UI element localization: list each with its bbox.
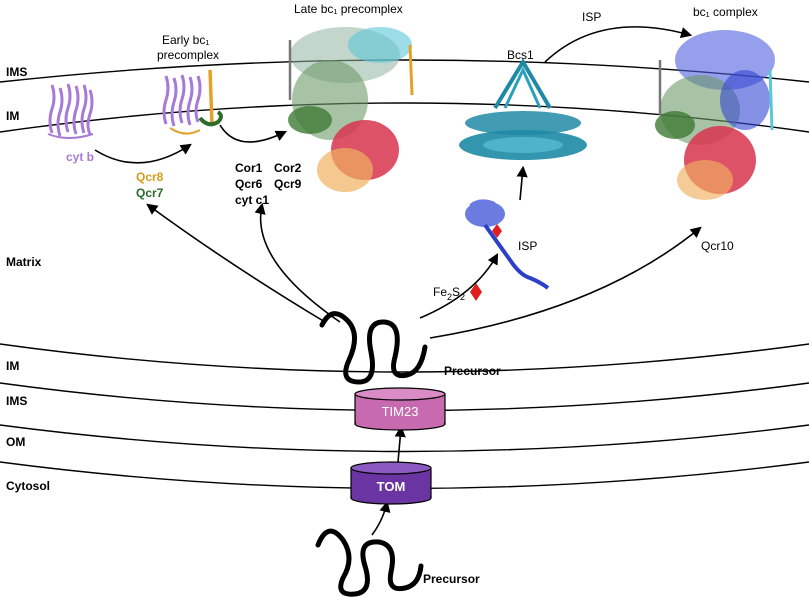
bc1-complex-structure bbox=[655, 30, 775, 200]
arrow-cytosol-to-tom bbox=[371, 500, 391, 536]
label-precursor-matrix: Precursor bbox=[444, 364, 501, 378]
tom-complex: TOM bbox=[350, 461, 432, 505]
early-precomplex-structure bbox=[162, 69, 223, 135]
isp-fe-s-cluster bbox=[492, 224, 502, 238]
label-fe2s2: Fe2S2 bbox=[433, 285, 465, 302]
label-early-precomplex-line2: precomplex bbox=[157, 48, 219, 62]
label-cor2: Cor2 bbox=[274, 161, 302, 175]
label-qcr8: Qcr8 bbox=[136, 170, 164, 184]
arrow-precursor-to-early bbox=[146, 203, 326, 323]
arrow-tom-to-tim23 bbox=[394, 425, 406, 463]
bcs1-structure bbox=[459, 58, 587, 160]
label-qcr6: Qcr6 bbox=[235, 177, 263, 191]
label-om: OM bbox=[6, 435, 25, 449]
arrow-precursor-to-late bbox=[254, 202, 341, 323]
cyt-b-structure bbox=[47, 83, 94, 139]
arrow-cytb-to-early bbox=[94, 143, 192, 164]
arrow-isp-to-bcs1 bbox=[516, 165, 528, 201]
label-cor1: Cor1 bbox=[235, 161, 263, 175]
late-precomplex-structure bbox=[288, 27, 414, 192]
label-matrix: Matrix bbox=[6, 255, 42, 269]
label-late-precomplex: Late bc₁ precomplex bbox=[294, 2, 403, 16]
label-qcr10: Qcr10 bbox=[701, 239, 734, 253]
precursor-chain-cytosol bbox=[315, 528, 424, 597]
label-im-top: IM bbox=[6, 109, 19, 123]
label-isp-mid: ISP bbox=[518, 239, 537, 253]
tim23-complex: TIM23 bbox=[354, 387, 446, 431]
arrow-isp-top bbox=[544, 26, 693, 63]
bottom-im-line bbox=[0, 343, 809, 373]
label-bcs1: Bcs1 bbox=[507, 48, 534, 62]
precursor-chain-matrix bbox=[319, 311, 428, 385]
fe2s2-diamond-icon bbox=[470, 283, 482, 301]
label-qcr7: Qcr7 bbox=[136, 186, 164, 200]
bottom-om-line-1 bbox=[0, 424, 809, 453]
arrow-precursor-to-isp bbox=[419, 253, 499, 319]
label-bc1-complex: bc₁ complex bbox=[693, 5, 758, 19]
arrow-early-to-late bbox=[219, 124, 288, 143]
label-early-precomplex-line1: Early bc₁ bbox=[162, 33, 209, 47]
tom-label: TOM bbox=[377, 479, 406, 494]
label-isp-top: ISP bbox=[582, 10, 601, 24]
label-precursor-cytosol: Precursor bbox=[423, 572, 480, 586]
label-qcr9: Qcr9 bbox=[274, 177, 302, 191]
tim23-label: TIM23 bbox=[382, 404, 419, 419]
label-cyt-c1: cyt c1 bbox=[235, 193, 269, 207]
label-ims-top: IMS bbox=[6, 65, 27, 79]
label-cyt-b: cyt b bbox=[66, 150, 94, 164]
label-cytosol: Cytosol bbox=[6, 479, 50, 493]
arrow-precursor-to-qcr10 bbox=[429, 226, 702, 339]
label-im-bottom: IM bbox=[6, 359, 19, 373]
label-ims-bottom: IMS bbox=[6, 394, 27, 408]
isp-structure bbox=[465, 199, 550, 290]
